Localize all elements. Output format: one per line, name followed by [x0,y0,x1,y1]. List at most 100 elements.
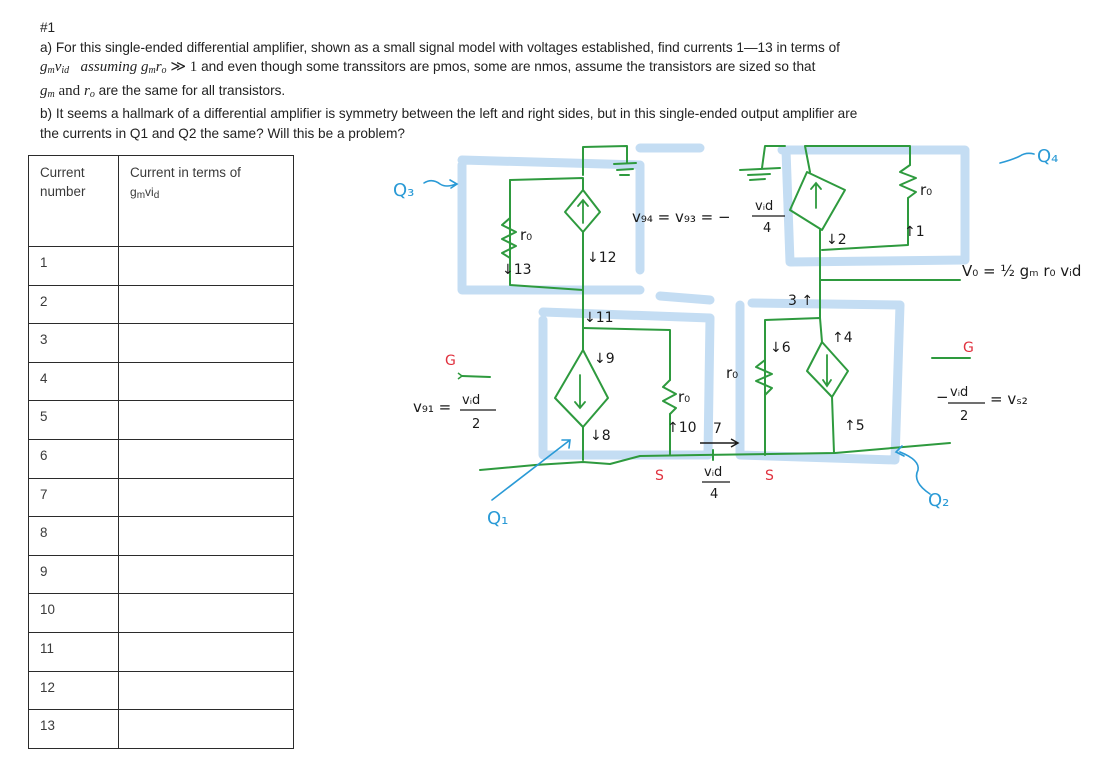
q4-current-source [789,171,846,231]
svg-text:r₀: r₀ [726,364,738,382]
q3-label: Q₃ [393,180,414,201]
source-label-right: S [765,468,774,484]
math-assuming: assuming gmro [80,59,167,76]
table-row: 3 [28,323,294,363]
row-number: 3 [28,323,119,363]
answer-table: Current number Current in terms of gmvid… [28,155,294,749]
circuit-wires [461,145,971,471]
row-answer-cell[interactable] [118,323,294,363]
row-number: 6 [28,438,119,479]
node-voltage-label: vᵢd [704,465,722,480]
row-answer-cell[interactable] [118,400,294,440]
arrow-7 [700,438,740,448]
row-answer-cell[interactable] [118,477,294,518]
svg-text:r₀: r₀ [520,226,532,244]
vo-equation: V₀ = ½ gₘ r₀ vᵢd [962,262,1081,280]
q4-label: Q₄ [1037,146,1058,167]
current-1-label: ↑1 [904,224,925,240]
table-row: 5 [28,400,294,440]
svg-text:vᵢd: vᵢd [755,199,773,214]
header-current-in-terms: Current in terms of gmvid [118,155,294,247]
ro-labels: r₀ r₀ r₀ r₀ [520,181,932,406]
svg-text:−: − [936,388,949,406]
row-number: 9 [28,554,119,595]
table-row: 4 [28,361,294,402]
table-row: 1 [28,246,294,286]
row-answer-cell[interactable] [118,670,294,711]
part-a-line-1: a) For this single-ended differential am… [40,39,840,55]
current-2-label: ↓2 [826,232,847,248]
part-b-line-2: the currents in Q1 and Q2 the same? Will… [40,125,405,141]
q2-ro-resistor [755,359,773,396]
row-number: 1 [28,246,119,286]
svg-text:r₀: r₀ [920,181,932,199]
math-and: and [58,82,81,99]
table-row: 9 [28,554,294,595]
table-row: 13 [28,709,294,749]
row-answer-cell[interactable] [118,631,294,672]
q1-ro-resistor [662,379,677,415]
source-label-left: S [655,468,664,484]
math-gm-vid: gmvid [40,59,70,76]
current-11-label: ↓11 [584,310,614,326]
q3-ro-resistor [501,217,517,259]
q1-label: Q₁ [487,508,508,529]
question-text: #1 a) For this single-ended differential… [40,18,1100,143]
svg-text:r₀: r₀ [678,388,690,406]
part-a-line-3: gm and ro are the same for all transisto… [40,81,1100,105]
row-answer-cell[interactable] [118,516,294,556]
voltage-equations: v₉₄ = v₉₃ = − vᵢd 4 V₀ = ½ gₘ r₀ vᵢd v₉₁… [413,199,1081,502]
table-header-row: Current number Current in terms of gmvid [28,155,294,247]
row-answer-cell[interactable] [118,709,294,749]
math-much-greater: ≫ 1 [170,59,198,75]
gate-label-right: G [963,340,974,356]
row-answer-cell[interactable] [118,593,294,633]
q4-box [777,145,970,267]
table-row: 11 [28,631,294,672]
part-a-line-2: gmvid assuming gmro ≫ 1 and even though … [40,57,1100,81]
svg-text:2: 2 [960,409,968,424]
vg4-vg3-equation: v₉₄ = v₉₃ = − [632,208,731,226]
svg-text:4: 4 [763,221,771,236]
current-labels: ↓13 ↓12 ↓11 ↓9 ↓8 ↑10 7 ↓6 ↑4 ↑5 3 ↑ ↓2 … [502,224,925,444]
table-row: 2 [28,284,294,325]
q2-label: Q₂ [928,490,949,511]
vg1-equation: v₉₁ = [413,398,451,416]
row-number: 2 [28,284,119,325]
row-number: 10 [28,593,119,633]
part-a-line-2-rest: and even though some transsitors are pmo… [201,59,816,74]
svg-text:vᵢd: vᵢd [950,385,968,400]
header-current-number: Current number [28,155,119,247]
vs2-equation: = vₛ₂ [990,390,1028,408]
q2-box [735,298,905,465]
svg-text:vᵢd: vᵢd [462,393,480,408]
svg-text:4: 4 [710,487,718,502]
current-6-label: ↓6 [770,340,791,356]
row-number: 11 [28,631,119,672]
terminal-labels: G G S S [445,340,974,484]
current-7-label: 7 [713,421,722,437]
current-12-label: ↓12 [587,250,617,266]
current-8-label: ↓8 [590,428,611,444]
row-number: 12 [28,670,119,711]
table-row: 7 [28,477,294,518]
row-number: 8 [28,516,119,556]
part-a-line-3-rest: are the same for all transistors. [98,82,286,98]
transistor-highlight-boxes [457,143,970,465]
row-answer-cell[interactable] [118,361,294,402]
row-number: 13 [28,709,119,749]
math-gm: gm [40,82,55,100]
current-9-label: ↓9 [594,351,615,367]
part-b-line-1: b) It seems a hallmark of a differential… [40,106,858,121]
current-10-label: ↑10 [667,420,697,436]
current-5-label: ↑5 [844,418,865,434]
q4-ro-resistor [899,164,917,199]
question-number: #1 [40,20,56,35]
table-row: 8 [28,516,294,556]
row-answer-cell[interactable] [118,554,294,595]
transistor-label-arrows [423,152,1035,501]
current-4-label: ↑4 [832,330,853,346]
row-number: 7 [28,477,119,518]
table-row: 10 [28,593,294,633]
